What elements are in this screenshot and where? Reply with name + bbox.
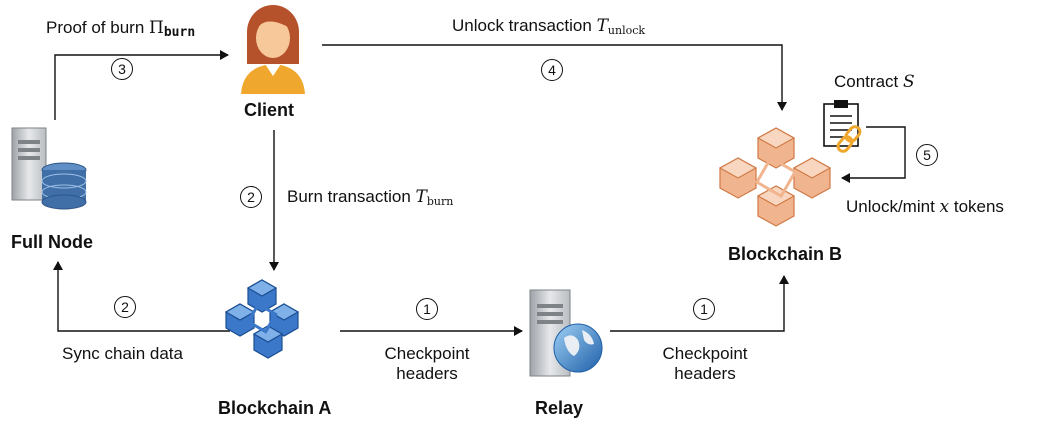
proof-subscript: burn <box>163 25 196 40</box>
relay-label: Relay <box>535 398 584 418</box>
step-4-badge: 4 <box>541 59 563 81</box>
step-2-badge-sync: 2 <box>114 296 136 318</box>
unlock-mint-label: Unlock/mint x tokens <box>846 197 1004 218</box>
contract-label: Contract S <box>834 72 915 93</box>
server-globe-icon <box>529 289 603 377</box>
unlock-subscript: unlock <box>607 24 646 37</box>
step-2-badge-burn: 2 <box>240 186 262 208</box>
checkpoint-a-line1: Checkpoint <box>384 344 470 363</box>
burn-text: Burn transaction <box>287 187 416 206</box>
step-3-badge: 3 <box>111 58 133 80</box>
edge-unlock-transaction <box>322 44 787 111</box>
blockchain-b-label: Blockchain B <box>728 244 843 264</box>
burn-subscript: burn <box>426 195 454 208</box>
burn-transaction-label: Burn transaction Tburn <box>287 187 453 209</box>
blockchain-cubes-icon <box>224 279 300 359</box>
step-1-badge-a: 1 <box>416 298 438 320</box>
step-1-badge-b: 1 <box>693 298 715 320</box>
checkpoint-headers-a-label: Checkpoint headers <box>372 344 482 383</box>
edges <box>53 44 906 336</box>
edge-checkpoint-b <box>610 275 789 332</box>
client-label: Client <box>244 100 295 120</box>
full-node-label: Full Node <box>11 232 93 252</box>
proof-symbol: Π <box>149 18 164 38</box>
contract-text: Contract <box>834 72 903 91</box>
checkpoint-b-line1: Checkpoint <box>662 344 748 363</box>
contract-symbol: S <box>902 72 915 92</box>
sync-chain-data-label: Sync chain data <box>62 344 183 363</box>
contract-clipboard-icon <box>823 100 862 153</box>
checkpoint-a-line2: headers <box>396 363 458 383</box>
edge-sync-chain-data <box>53 261 230 332</box>
unlock-text: Unlock transaction <box>452 16 597 35</box>
server-database-icon <box>11 127 87 210</box>
blockchain-cubes-icon <box>718 127 832 227</box>
step-5-badge: 5 <box>916 144 938 166</box>
edge-proof-of-burn <box>54 50 229 120</box>
person-icon <box>241 5 305 94</box>
unlock-transaction-label: Unlock transaction Tunlock <box>452 16 645 38</box>
blockchain-a-label: Blockchain A <box>218 398 332 418</box>
burn-symbol: T <box>415 187 427 207</box>
unlock-symbol: T <box>596 16 608 36</box>
proof-of-burn-text: Proof of burn <box>46 18 150 37</box>
mint-symbol: x <box>939 197 950 217</box>
mint-text-before: Unlock/mint <box>846 197 940 216</box>
mint-text-after: tokens <box>949 197 1004 216</box>
proof-of-burn-label: Proof of burn Πburn <box>46 18 195 41</box>
checkpoint-b-line2: headers <box>674 363 736 383</box>
checkpoint-headers-b-label: Checkpoint headers <box>650 344 760 383</box>
edge-mint <box>841 126 906 183</box>
